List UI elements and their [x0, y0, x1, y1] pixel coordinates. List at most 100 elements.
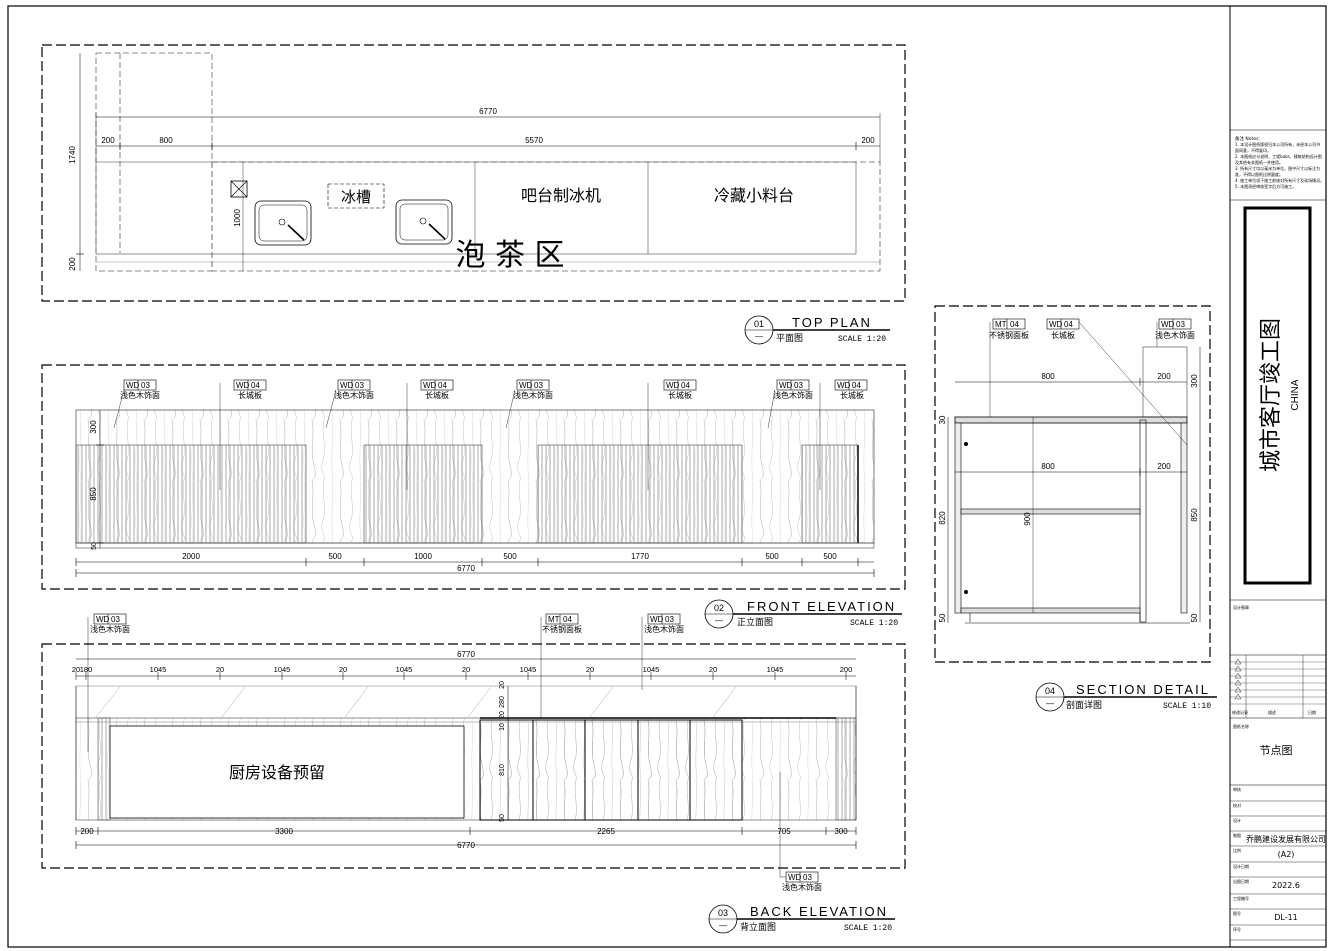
back-dim-total: 6770 [457, 841, 475, 850]
project-title-frame [1243, 206, 1312, 585]
front-tag-5: WD 03 浅色木饰面 [505, 379, 553, 429]
section-dim-v820: 820 [938, 511, 947, 525]
note-line: 5. 本图须经审核签字后方可施工。 [1235, 183, 1296, 189]
back-botdim-1: 3300 [275, 827, 293, 836]
callout-back-elevation: 03 — BACK ELEVATION 背立面图 SCALE 1:20 [708, 904, 895, 934]
svg-text:WD: WD [779, 381, 793, 390]
titleblock-row-label: 图号 [1233, 910, 1241, 916]
svg-text:WD: WD [1049, 320, 1063, 329]
front-dim-50: 50 [91, 542, 98, 550]
svg-text:BACK ELEVATION: BACK ELEVATION [750, 904, 888, 919]
svg-text:WD: WD [96, 615, 110, 624]
section-dim-v30: 30 [938, 415, 947, 424]
titleblock-row-label: 审核 [1233, 786, 1241, 792]
callout-section-detail: 04 — SECTION DETAIL 剖面详图 SCALE 1:10 [1035, 682, 1217, 712]
svg-text:背立面图: 背立面图 [740, 921, 776, 933]
back-topdim-13: 200 [840, 665, 853, 674]
sheet-border [7, 5, 1327, 948]
fridge-label: 冷藏小料台 [714, 186, 794, 205]
front-hdim-2: 1000 [414, 552, 432, 561]
back-botdim-3: 705 [777, 827, 791, 836]
front-dim-300: 300 [89, 420, 98, 434]
section-tag-3: WD 03 浅色木饰面 [1155, 318, 1195, 347]
front-hdim-6: 500 [823, 552, 837, 561]
svg-text:03: 03 [803, 873, 812, 882]
plan-dim-200-left: 200 [101, 136, 115, 145]
top-plan-view: 冰槽 吧台制冰机 冷藏小料台 泡 茶 区 6770 200 800 5570 2… [41, 44, 906, 345]
sink-right-icon [395, 199, 453, 245]
back-topdim-11: 20 [709, 665, 717, 674]
svg-text:03: 03 [534, 381, 543, 390]
tea-zone-label: 泡 茶 区 [455, 238, 564, 273]
note-line: 2. 本图纸应与说明、工程babs、建筑结构设计图 [1235, 153, 1322, 159]
front-dim-total: 6770 [457, 564, 475, 573]
notes-list: 1. 本设计图纸版权归本公司所有，未经本公司书 面同意，不得复印。2. 本图纸应… [1235, 141, 1324, 189]
back-topdim-3: 20 [216, 665, 224, 674]
back-dim-v20: 20 [499, 681, 506, 689]
svg-text:03: 03 [794, 381, 803, 390]
svg-text:浅色木饰面: 浅色木饰面 [773, 390, 813, 400]
titleblock-row-label: 序号 [1233, 926, 1241, 932]
back-botdim-4: 300 [834, 827, 848, 836]
svg-text:剖面详图: 剖面详图 [1066, 699, 1102, 711]
front-hdim-5: 500 [765, 552, 779, 561]
back-topdim-5: 20 [339, 665, 347, 674]
section-dim-mid-200: 200 [1157, 462, 1171, 471]
front-tag-2: WD 04 长城板 [219, 379, 267, 490]
revision-table: 修改记录 描述 日期 [1230, 654, 1326, 719]
project-title: 城市客厅竣工图 [1259, 318, 1284, 472]
svg-text:浅色木饰面: 浅色木饰面 [644, 624, 684, 634]
back-topdim-10: 1045 [643, 665, 660, 674]
front-elevation-view: WD 03 浅色木饰面 WD 04 长城板 WD 03 浅色木饰面 WD 04 … [41, 364, 906, 629]
svg-text:—: — [719, 921, 727, 930]
svg-text:浅色木饰面: 浅色木饰面 [1155, 330, 1195, 340]
svg-text:WD: WD [788, 873, 802, 882]
section-dim-top-800: 800 [1041, 372, 1055, 381]
svg-text:描述: 描述 [1268, 709, 1276, 715]
project-subtitle: CHINA [1290, 379, 1301, 410]
back-botdim-2: 2265 [597, 827, 615, 836]
back-topdim-12: 1045 [767, 665, 784, 674]
title-block: 备注 Notes: 1. 本设计图纸版权归本公司所有，未经本公司书 面同意，不得… [1230, 129, 1326, 941]
callout-01-scale: SCALE 1:20 [838, 335, 886, 344]
section-dim-top-200: 200 [1157, 372, 1171, 381]
callout-front-elevation: 02 — FRONT ELEVATION 正立面图 SCALE 1:20 [704, 599, 902, 629]
titleblock-row-label: 出图日期 [1233, 878, 1249, 884]
svg-text:04: 04 [251, 381, 260, 390]
front-tag-4: WD 04 长城板 [406, 379, 454, 490]
svg-text:不锈钢面板: 不锈钢面板 [542, 624, 582, 634]
titleblock-row-label: 工程编号 [1233, 895, 1249, 901]
svg-text:03: 03 [718, 908, 728, 918]
svg-text:04: 04 [681, 381, 690, 390]
section-dim-v900: 900 [1023, 512, 1032, 526]
note-line: 4. 施工单位须于施工前核对所有尺寸及现场情况。 [1235, 177, 1324, 183]
front-tag-8: WD 04 长城板 [819, 379, 868, 490]
back-topdim-8: 1045 [520, 665, 537, 674]
callout-01-num: 01 [754, 319, 764, 329]
front-hdim-0: 2000 [182, 552, 200, 561]
plan-dim-total: 6770 [479, 107, 497, 116]
svg-text:浅色木饰面: 浅色木饰面 [334, 390, 374, 400]
svg-text:浅色木饰面: 浅色木饰面 [90, 624, 130, 634]
plan-dim-5570: 5570 [525, 136, 543, 145]
svg-text:SCALE 1:10: SCALE 1:10 [1163, 702, 1211, 711]
section-dim-mid-800: 800 [1041, 462, 1055, 471]
plan-dim-800: 800 [159, 136, 173, 145]
titleblock-row-label: 比例 [1233, 847, 1241, 853]
svg-text:WD: WD [1161, 320, 1175, 329]
titleblock-row-label: 制图 [1233, 832, 1241, 838]
front-tag-6: WD 04 长城板 [647, 379, 697, 490]
svg-text:WD: WD [519, 381, 533, 390]
titleblock-row-value: DL-11 [1274, 913, 1298, 922]
svg-text:MT: MT [995, 320, 1007, 329]
note-line: 1. 本设计图纸版权归本公司所有，未经本公司书 [1235, 141, 1320, 147]
svg-text:WD: WD [423, 381, 437, 390]
note-line: 准，不得以图纸比例量度。 [1235, 171, 1283, 177]
section-detail-view: MT 04 不锈钢面板 WD 04 长城板 WD 03 浅色木饰面 800 20… [934, 305, 1217, 712]
front-hdim-3: 500 [503, 552, 517, 561]
back-elevation-view: 厨房设备预留 WD 03 浅色木饰面 MT 04 不锈 [41, 613, 906, 934]
back-dim-v10: 10 [499, 723, 506, 731]
back-topdim-4: 1045 [274, 665, 291, 674]
svg-text:03: 03 [111, 615, 120, 624]
